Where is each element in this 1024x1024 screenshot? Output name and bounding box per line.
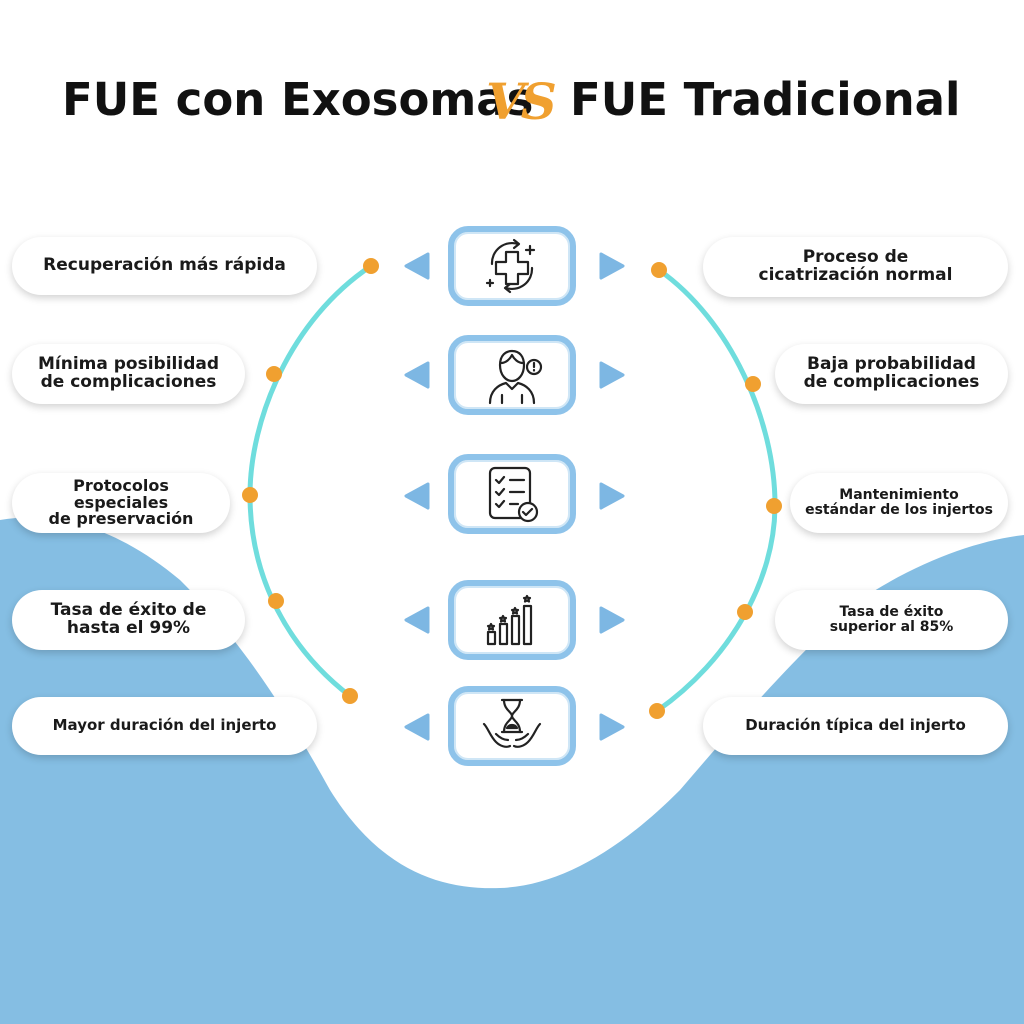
dot-left-5 bbox=[342, 688, 358, 704]
right-pill-4: Tasa de éxito superior al 85% bbox=[775, 590, 1008, 650]
right-pill-2: Baja probabilidad de complicaciones bbox=[775, 344, 1008, 404]
dot-left-1 bbox=[363, 258, 379, 274]
arrow-right-icon bbox=[599, 252, 625, 280]
arrow-left-icon bbox=[404, 713, 430, 741]
arrow-right-icon bbox=[599, 361, 625, 389]
left-pill-3: Protocolos especiales de preservación bbox=[12, 473, 230, 533]
blue-wave bbox=[0, 517, 1024, 1024]
left-pill-2: Mínima posibilidad de complicaciones bbox=[12, 344, 245, 404]
medical-cross-cycle-icon bbox=[485, 238, 536, 294]
title-left: FUE con Exosomas bbox=[62, 73, 534, 126]
teal-ring-left bbox=[247, 263, 373, 698]
arrow-left-icon bbox=[404, 252, 430, 280]
dot-right-3 bbox=[766, 498, 782, 514]
dot-left-2 bbox=[266, 366, 282, 382]
icon-box-complications bbox=[448, 335, 576, 415]
right-pill-1: Proceso de cicatrización normal bbox=[703, 237, 1008, 297]
icon-box-duration bbox=[448, 686, 576, 766]
arrow-right-icon bbox=[599, 606, 625, 634]
icon-box-success-rate bbox=[448, 580, 576, 660]
arrow-left-icon bbox=[404, 606, 430, 634]
person-alert-icon bbox=[488, 349, 543, 405]
dot-right-4 bbox=[737, 604, 753, 620]
teal-ring-right bbox=[655, 267, 778, 714]
dot-left-3 bbox=[242, 487, 258, 503]
icon-box-protocols bbox=[448, 454, 576, 534]
arrow-left-icon bbox=[404, 361, 430, 389]
right-pill-3: Mantenimiento estándar de los injertos bbox=[790, 473, 1008, 533]
title-right: FUE Tradicional bbox=[570, 73, 961, 126]
dot-left-4 bbox=[268, 593, 284, 609]
left-pill-4: Tasa de éxito de hasta el 99% bbox=[12, 590, 245, 650]
arrow-left-icon bbox=[404, 482, 430, 510]
right-pill-5: Duración típica del injerto bbox=[703, 697, 1008, 755]
left-pill-1: Recuperación más rápida bbox=[12, 237, 317, 295]
left-pill-5: Mayor duración del injerto bbox=[12, 697, 317, 755]
dot-right-1 bbox=[651, 262, 667, 278]
growth-chart-stars-icon bbox=[486, 594, 533, 646]
checklist-icon bbox=[488, 466, 539, 523]
hourglass-hands-icon bbox=[482, 698, 542, 748]
arrow-right-icon bbox=[599, 482, 625, 510]
arrow-right-icon bbox=[599, 713, 625, 741]
icon-box-recovery bbox=[448, 226, 576, 306]
dot-right-2 bbox=[745, 376, 761, 392]
vs-mark: VS bbox=[486, 72, 557, 131]
dot-right-5 bbox=[649, 703, 665, 719]
title-bar: FUE con Exosomas VS FUE Tradicional bbox=[0, 70, 1024, 140]
